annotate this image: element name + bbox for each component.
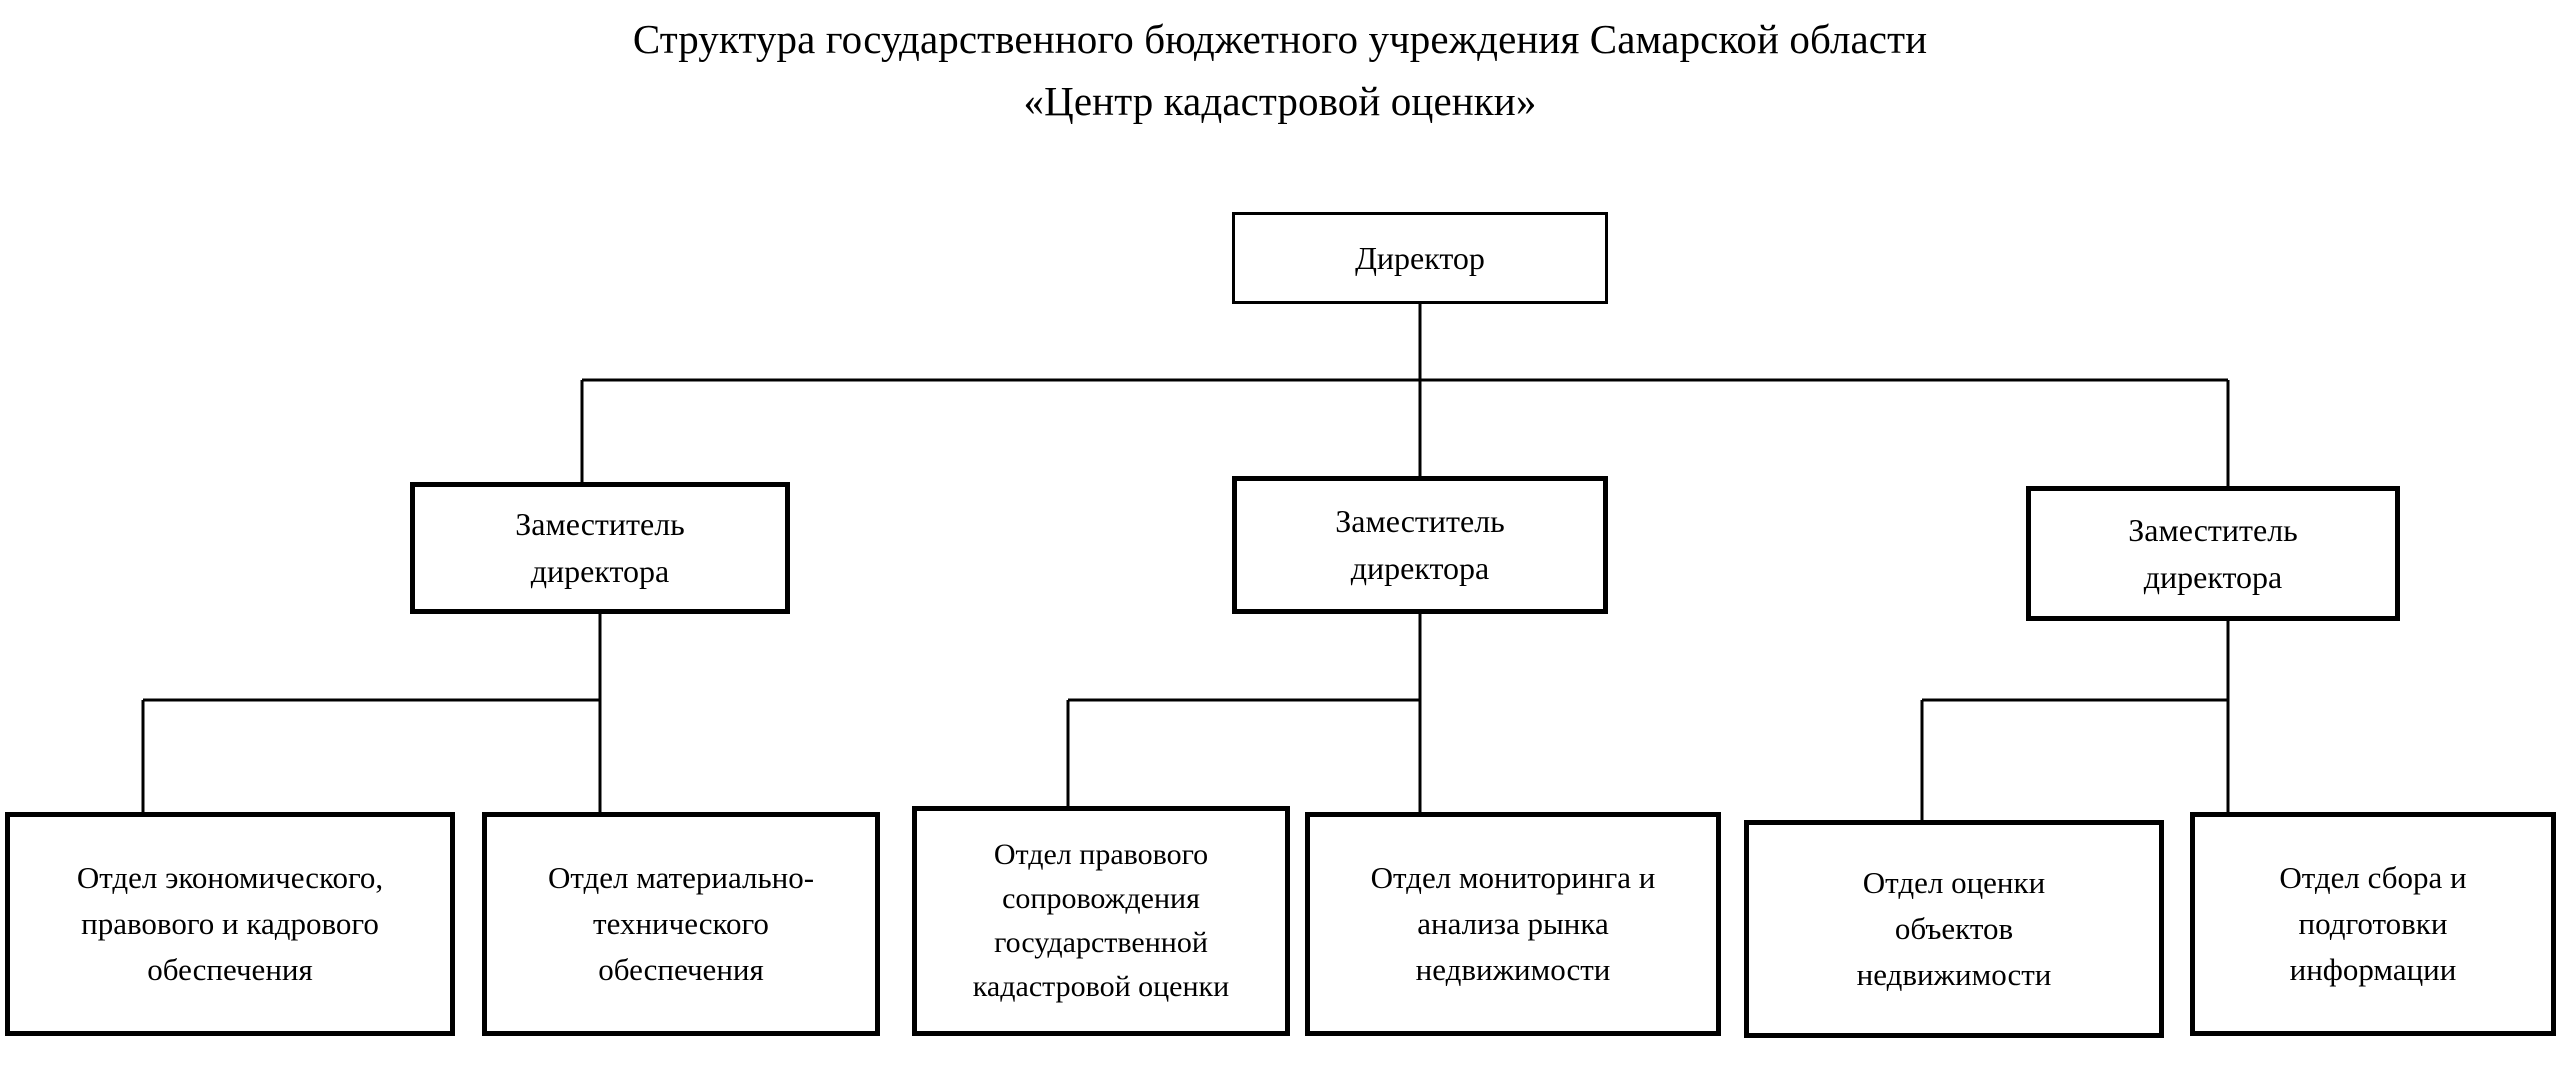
node-deputy-director-1-label: Заместитель директора <box>515 506 685 589</box>
chart-title-line-2: «Центр кадастровой оценки» <box>1023 78 1537 124</box>
chart-title-line-1: Структура государственного бюджетного уч… <box>632 16 1928 62</box>
node-department-legal-support-label: Отдел правового сопровождения государств… <box>972 838 1230 1003</box>
node-director[interactable]: Директор <box>1232 212 1608 304</box>
node-department-legal-support[interactable]: Отдел правового сопровождения государств… <box>912 806 1290 1036</box>
node-department-material-technical-label: Отдел материально- технического обеспече… <box>547 860 815 987</box>
node-department-property-valuation-label: Отдел оценки объектов недвижимости <box>1856 865 2052 992</box>
node-department-economic-legal-hr-label: Отдел экономического, правового и кадров… <box>76 860 384 987</box>
node-department-material-technical[interactable]: Отдел материально- технического обеспече… <box>482 812 880 1036</box>
node-deputy-director-2-label: Заместитель директора <box>1335 503 1505 586</box>
node-department-data-collection[interactable]: Отдел сбора и подготовки информации <box>2190 812 2556 1036</box>
node-deputy-director-2[interactable]: Заместитель директора <box>1232 476 1608 614</box>
node-director-label: Директор <box>1355 239 1485 276</box>
node-department-property-valuation[interactable]: Отдел оценки объектов недвижимости <box>1744 820 2164 1038</box>
node-deputy-director-3-label: Заместитель директора <box>2128 511 2298 595</box>
node-department-economic-legal-hr[interactable]: Отдел экономического, правового и кадров… <box>5 812 455 1036</box>
chart-title: Структура государственного бюджетного уч… <box>0 8 2560 132</box>
node-department-data-collection-label: Отдел сбора и подготовки информации <box>2279 860 2467 987</box>
node-department-market-monitoring[interactable]: Отдел мониторинга и анализа рынка недвиж… <box>1305 812 1721 1036</box>
node-department-market-monitoring-label: Отдел мониторинга и анализа рынка недвиж… <box>1370 860 1656 987</box>
node-deputy-director-3[interactable]: Заместитель директора <box>2026 486 2400 621</box>
node-deputy-director-1[interactable]: Заместитель директора <box>410 482 790 614</box>
